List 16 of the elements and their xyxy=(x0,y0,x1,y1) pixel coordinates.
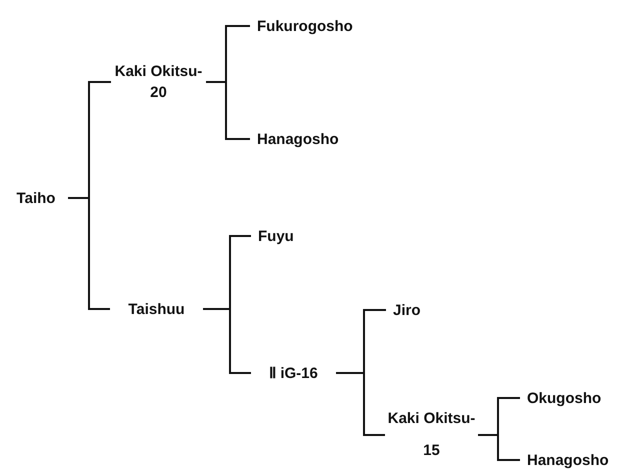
cultivar-name: Okugosho xyxy=(527,390,602,406)
cultivar-name: Hanagosho xyxy=(257,130,339,148)
pedigree-line xyxy=(206,81,250,140)
pedigree-line xyxy=(68,197,110,310)
pedigree-line xyxy=(203,308,251,374)
cultivar-name: Jiro xyxy=(393,302,421,318)
cultivar-name: Kaki Okitsu-15 xyxy=(386,409,476,461)
cultivar-name: Fukurogosho xyxy=(257,18,353,34)
cultivar-name: Ⅱ iG-16 xyxy=(269,364,318,382)
cultivar-name: Fuyu xyxy=(258,228,294,244)
cultivar-name: Kaki Okitsu-20 xyxy=(114,62,204,103)
cultivar-name: Taishuu xyxy=(128,300,185,318)
pedigree-line xyxy=(336,372,385,436)
cultivar-name: Taiho xyxy=(16,190,56,206)
cultivar-name: Hanagosho xyxy=(527,452,609,468)
pedigree-line xyxy=(478,434,520,461)
